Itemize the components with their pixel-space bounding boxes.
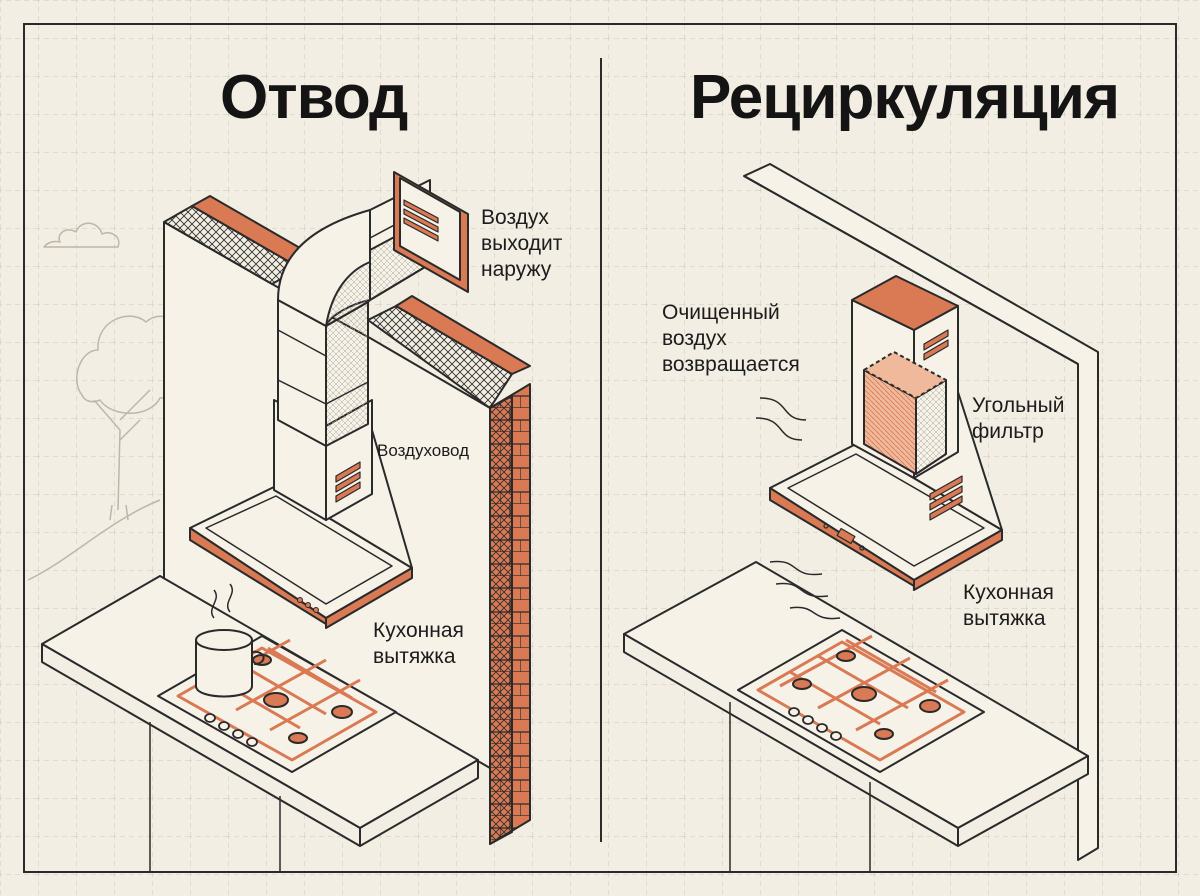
hill-sketch (27, 499, 161, 581)
cloud-sketch (43, 222, 120, 248)
counter-side (359, 759, 479, 847)
title-exhaust: Отвод (220, 63, 408, 132)
hood-vent-right (929, 475, 963, 521)
wall-top-brick-2 (395, 295, 531, 375)
label-hood-right: Кухонная вытяжка (963, 581, 1054, 630)
chimney-vent (923, 329, 949, 361)
cabinet-lines-right (729, 702, 871, 872)
hood-edge-front (325, 567, 413, 629)
hood-inner-right (787, 453, 985, 567)
hood-buttons (297, 597, 319, 613)
burner (919, 699, 941, 713)
burner (836, 650, 856, 662)
pot-rim (195, 629, 253, 651)
hood-inner (205, 495, 393, 605)
chimney-top-open (851, 275, 959, 331)
wall-insulation (489, 395, 513, 845)
air-waves (755, 397, 841, 620)
label-clean-air: Очищенный воздух возвращается (662, 301, 800, 376)
right-wall-edge (743, 175, 1079, 365)
duct-vertical-side (325, 301, 369, 447)
hood-edge-right-front (913, 529, 1003, 591)
burner (792, 678, 812, 690)
grille-slots (403, 199, 439, 242)
burner (851, 686, 877, 702)
left-illustration (27, 171, 531, 872)
counter-side-right (957, 755, 1089, 847)
label-duct: Воздуховод (377, 441, 470, 460)
hood-vent (335, 461, 361, 503)
burner (263, 692, 289, 708)
burner (331, 705, 353, 719)
pot-body (195, 640, 253, 698)
burner (288, 732, 308, 744)
carbon-filter-top (863, 351, 947, 399)
knobs (204, 713, 258, 747)
pot-handle (251, 650, 265, 665)
right-illustration (623, 163, 1099, 872)
label-hood-left: Кухонная вытяжка (373, 619, 464, 668)
steam (211, 583, 233, 619)
label-air-outside: Воздух выходит наружу (481, 206, 563, 281)
frame (23, 23, 1177, 873)
cabinet-lines (149, 722, 281, 872)
burner (874, 728, 894, 740)
exhaust-grille-face (399, 177, 461, 281)
title-recirculation: Рециркуляция (690, 63, 1120, 132)
label-carbon-filter: Угольный фильтр (972, 394, 1065, 443)
hood-display (823, 523, 865, 551)
knobs-right (788, 707, 842, 741)
